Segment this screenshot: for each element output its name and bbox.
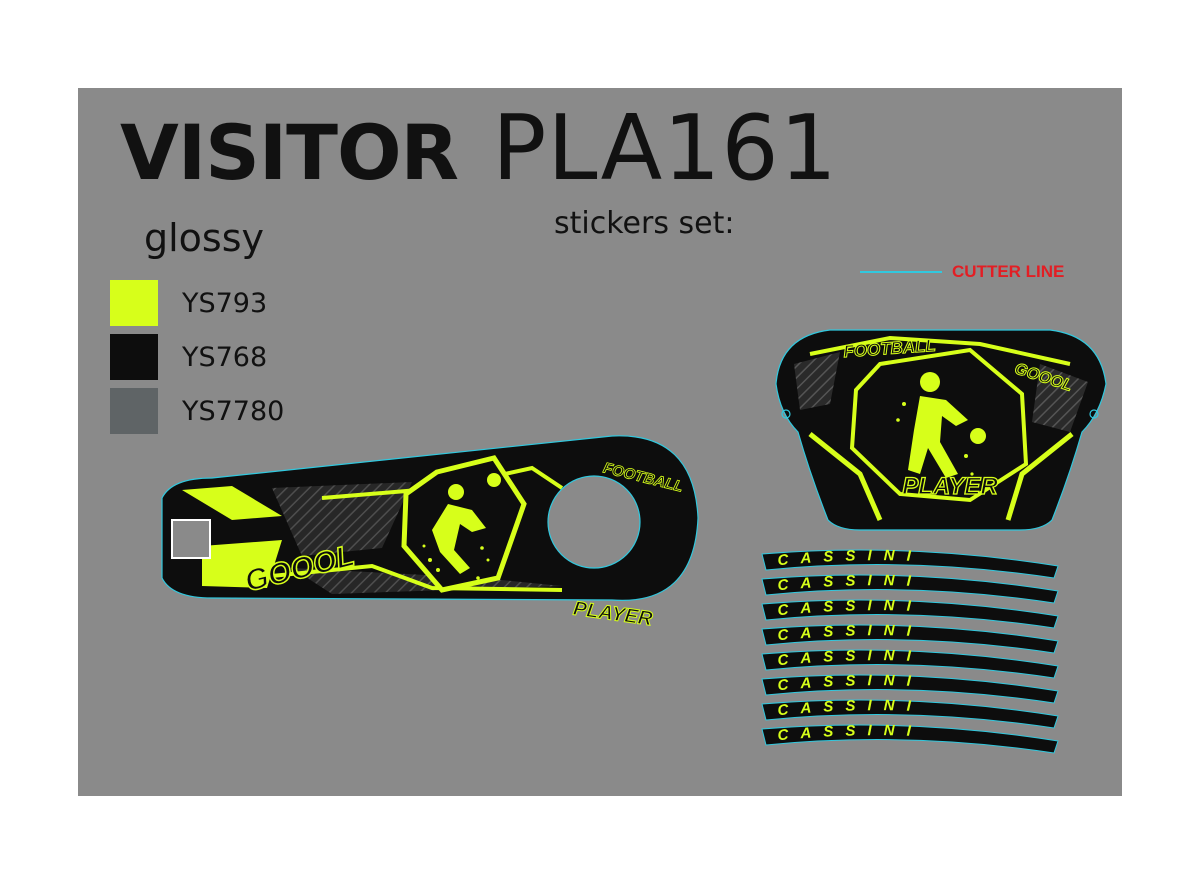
rim-strip: CASSINI — [761, 622, 1059, 654]
color-swatch-row: YS7780 — [110, 388, 284, 434]
mount-hole — [1089, 409, 1099, 419]
shield-sticker: FOOTBALL GOOOL PLAYER — [775, 329, 1107, 531]
accent-line — [808, 432, 883, 521]
mount-hole — [781, 409, 791, 419]
chainguard-bottom-text: PLAYER — [572, 598, 654, 631]
accent-line — [809, 335, 1071, 366]
rim-strip-outline — [761, 699, 1059, 729]
color-code: YS768 — [182, 341, 268, 373]
cutter-line-sample — [860, 271, 942, 273]
color-swatch-row: YS768 — [110, 334, 267, 380]
color-swatch — [110, 280, 158, 326]
color-swatch — [110, 334, 158, 380]
rim-strip-outline — [761, 574, 1059, 604]
artboard: VISITOR PLA161 glossy stickers set: CUTT… — [78, 88, 1122, 796]
rim-strip-outline — [761, 624, 1059, 654]
crank-hole — [547, 475, 641, 569]
rim-strip: CASSINI — [761, 597, 1059, 629]
rim-strip: CASSINI — [761, 672, 1059, 704]
color-code: YS793 — [182, 287, 268, 319]
hatch-pattern — [794, 352, 840, 410]
shield-bottom-text: PLAYER — [902, 473, 998, 500]
rim-strip-text: CASSINI — [777, 547, 923, 569]
rim-strip-text: CASSINI — [777, 572, 923, 594]
rim-strip-outline — [761, 549, 1059, 579]
rim-strip-text: CASSINI — [777, 647, 923, 669]
color-swatch — [110, 388, 158, 434]
rim-strip-text: CASSINI — [777, 672, 923, 694]
stickers-set-label: stickers set: — [554, 206, 735, 241]
color-swatch-row: YS793 — [110, 280, 267, 326]
rim-strip: CASSINI — [761, 722, 1059, 754]
accent-line — [251, 563, 563, 592]
accent-line — [1005, 432, 1074, 521]
hatch-pattern — [272, 482, 412, 556]
rim-strip-text: CASSINI — [777, 697, 923, 719]
rim-strip-text: CASSINI — [777, 622, 923, 644]
model-name: VISITOR — [120, 108, 459, 197]
finish-label: glossy — [144, 216, 265, 260]
rim-strip-outline — [761, 724, 1059, 754]
rim-strip: CASSINI — [761, 547, 1059, 579]
color-code: YS7780 — [182, 395, 285, 427]
player-silhouette — [896, 372, 986, 478]
cutter-line-label: CUTTER LINE — [952, 262, 1065, 281]
rim-strips-sticker-group: CASSINI CASSINI CASSINI CASSINI CASSINI CASSI… — [761, 547, 1059, 754]
mount-cutout — [171, 519, 211, 559]
model-code: PLA161 — [492, 96, 838, 201]
rim-strip: CASSINI — [761, 572, 1059, 604]
rim-strip-outline — [761, 674, 1059, 704]
rim-strip-text: CASSINI — [777, 722, 923, 744]
accent-stripe — [182, 486, 282, 520]
cutter-legend: CUTTER LINE — [860, 262, 1064, 282]
chainguard-sticker: FOOTBALL GOOOL PLAYER — [161, 435, 699, 631]
rim-strip-text: CASSINI — [777, 597, 923, 619]
rim-strip-outline — [761, 649, 1059, 679]
player-silhouette — [422, 473, 501, 580]
hatch-pattern — [1032, 364, 1088, 432]
rim-strip-outline — [761, 599, 1059, 629]
title: VISITOR PLA161 — [120, 96, 838, 206]
rim-strip: CASSINI — [761, 697, 1059, 729]
rim-strip: CASSINI — [761, 647, 1059, 679]
